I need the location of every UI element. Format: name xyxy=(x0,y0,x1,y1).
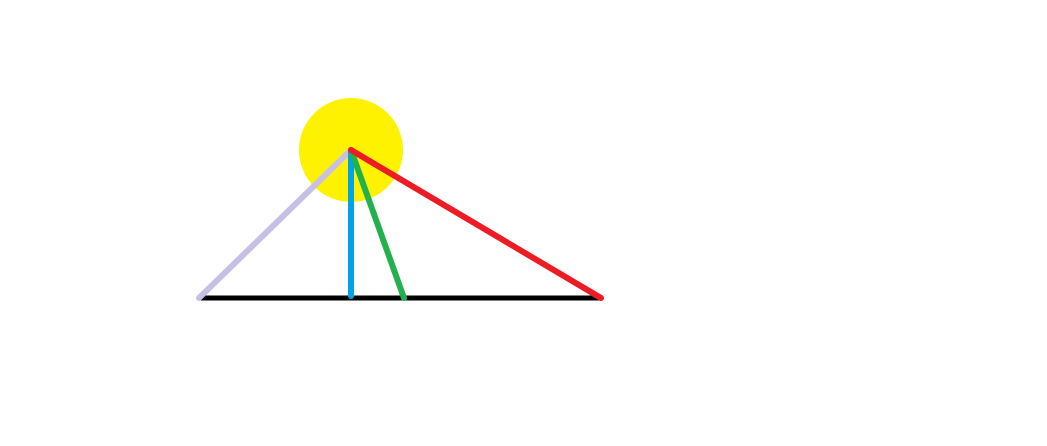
ray-line-right-red xyxy=(348,147,604,301)
ray-line-left-lavender xyxy=(196,147,354,301)
ray-line-middle-green xyxy=(348,147,407,301)
